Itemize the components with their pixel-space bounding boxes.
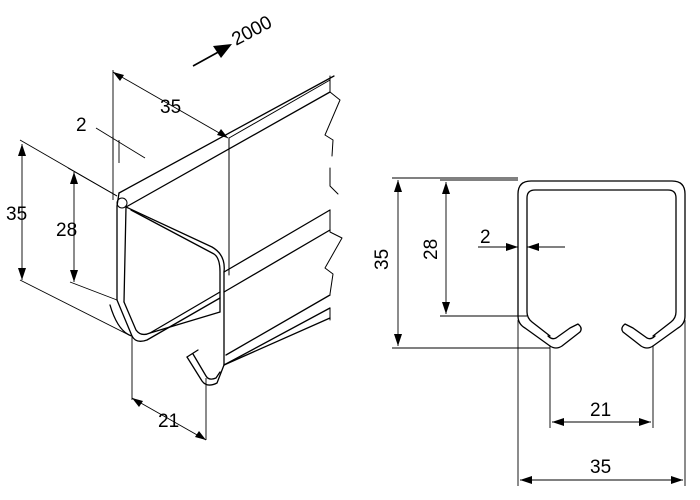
label-width-35: 35	[160, 97, 181, 118]
label-section-slot-21: 21	[590, 400, 611, 421]
top-face	[118, 75, 335, 276]
label-section-width-35: 35	[590, 457, 611, 478]
label-height-35: 35	[6, 204, 27, 225]
label-slot-21: 21	[158, 411, 179, 432]
left-wall	[116, 192, 225, 366]
label-section-inner-28: 28	[421, 239, 442, 260]
right-wall	[223, 209, 331, 366]
length-direction-arrow	[192, 44, 232, 67]
dim-height-35-section: 35	[372, 177, 550, 349]
dim-width-35-section: 35	[517, 320, 686, 486]
dim-inner-28-iso: 28	[56, 167, 118, 301]
label-section-thickness-2: 2	[480, 227, 491, 248]
label-length-2000: 2000	[228, 12, 275, 50]
dim-width-35-iso: 35	[112, 70, 229, 200]
dim-slot-21-iso: 21	[131, 336, 207, 441]
isometric-profile-view: 35 2 35 28	[6, 12, 343, 441]
label-inner-28: 28	[56, 220, 77, 241]
break-lines	[324, 75, 343, 321]
dim-slot-21-section: 21	[549, 346, 654, 428]
dim-thickness-2-section: 2	[478, 227, 565, 251]
label-thickness-2: 2	[76, 115, 87, 136]
section-outline	[517, 180, 686, 349]
lower-lips	[109, 291, 331, 386]
dim-height-35-iso: 35	[6, 139, 132, 337]
dim-thickness-2-iso: 2	[76, 115, 146, 163]
dim-inner-28-section: 28	[421, 179, 527, 317]
label-section-height-35: 35	[372, 249, 393, 270]
cross-section-view: 35 28 2 21	[372, 177, 686, 486]
